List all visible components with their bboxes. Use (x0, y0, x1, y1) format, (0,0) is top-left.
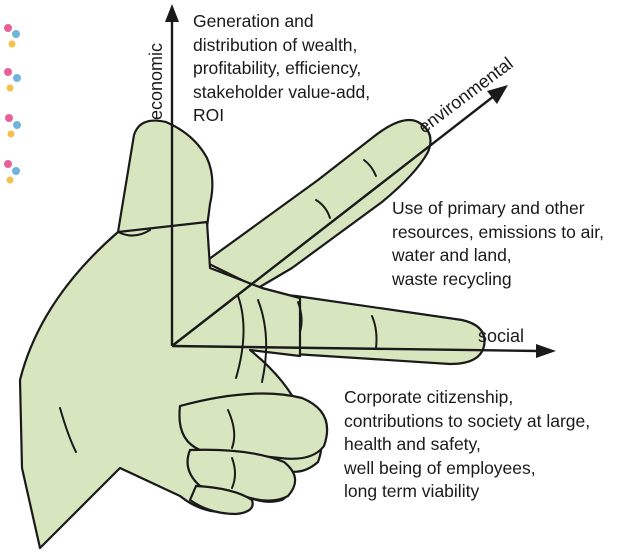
social-description-line: contributions to society at large, (344, 410, 590, 434)
flower-petal-4 (4, 68, 12, 76)
social-description-line: well being of employees, (344, 457, 590, 481)
flower-petal-6 (7, 85, 14, 92)
social-description: Corporate citizenship, contributions to … (344, 386, 590, 504)
environmental-description-line: water and land, (392, 244, 604, 268)
social-description-line: long term viability (344, 480, 590, 504)
economic-description-line: stakeholder value-add, (193, 81, 370, 105)
social-axis-arrowhead (536, 344, 556, 358)
flower-petal-12 (7, 177, 14, 184)
flower-petal-9 (8, 131, 15, 138)
flower-petal-8 (13, 121, 21, 129)
economic-description-line: ROI (193, 104, 370, 128)
social-description-line: Corporate citizenship, (344, 386, 590, 410)
environmental-description-line: waste recycling (392, 268, 604, 292)
economic-description-line: distribution of wealth, (193, 34, 370, 58)
environmental-description: Use of primary and other resources, emis… (392, 197, 604, 291)
economic-description-line: Generation and (193, 10, 370, 34)
flower-petal-10 (4, 160, 12, 168)
economic-axis-label: economic (146, 43, 166, 120)
flower-petal-2 (12, 30, 20, 38)
environmental-description-line: resources, emissions to air, (392, 221, 604, 245)
social-description-line: health and safety, (344, 433, 590, 457)
flower-petal-11 (12, 167, 20, 175)
environmental-description-line: Use of primary and other (392, 197, 604, 221)
flower-petal-7 (5, 114, 13, 122)
economic-description-line: profitability, efficiency, (193, 57, 370, 81)
social-axis-label: social (478, 326, 524, 346)
flower-petal-5 (13, 74, 21, 82)
economic-axis-arrowhead (165, 4, 179, 22)
flower-petal-1 (4, 24, 12, 32)
economic-description: Generation and distribution of wealth, p… (193, 10, 370, 128)
decor-flowers (4, 24, 21, 184)
flower-petal-3 (9, 41, 16, 48)
